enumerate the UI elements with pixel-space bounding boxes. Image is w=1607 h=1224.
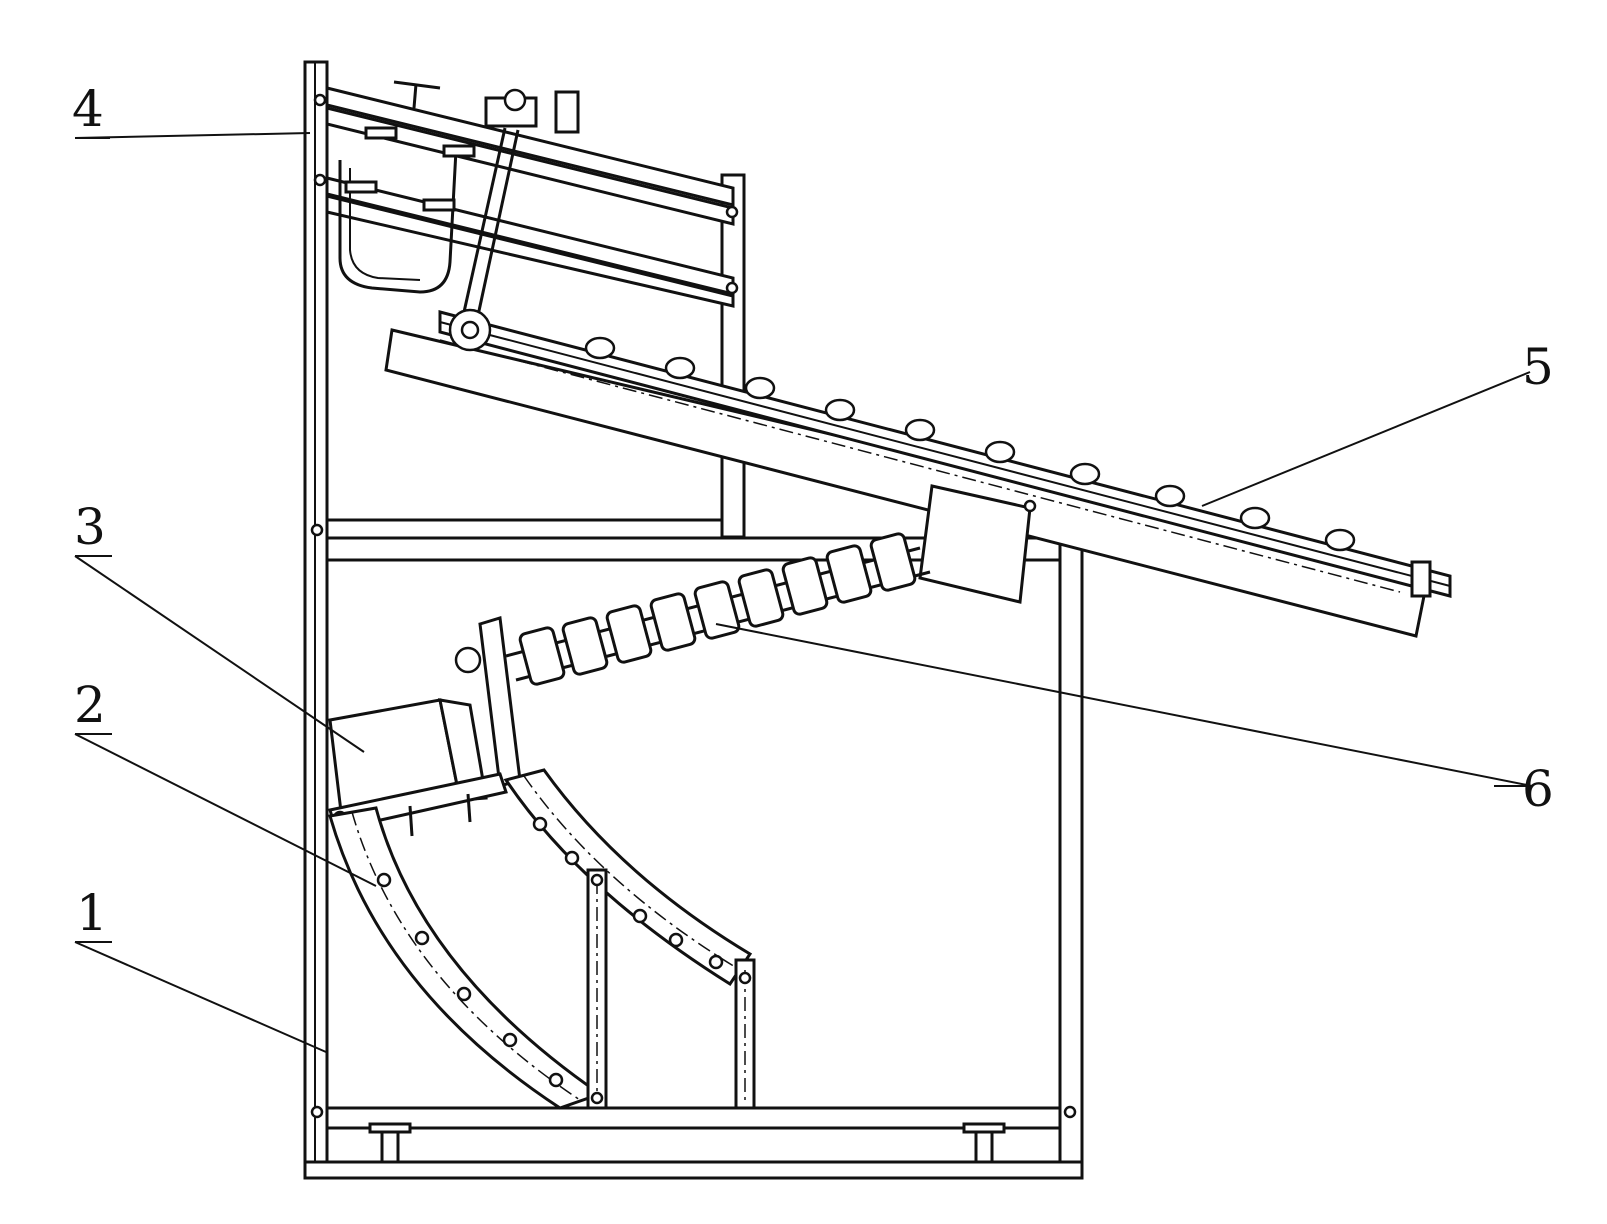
part-4-top-rails: [313, 80, 739, 335]
base-beam: [303, 1160, 1084, 1180]
right-foot-plate: [962, 1122, 1006, 1134]
leader-3: [74, 555, 365, 753]
callout-2: 2: [74, 676, 106, 734]
part-6-screw-feeder: [454, 532, 931, 788]
callout-1: 1: [76, 884, 108, 942]
leader-2: [74, 733, 377, 887]
middle-post: [720, 173, 746, 539]
callout-3: 3: [74, 498, 106, 556]
callout-5: 5: [1522, 338, 1554, 396]
leader-4: [74, 132, 311, 139]
right-post: [1058, 510, 1084, 1176]
part-5-inclined-conveyor: [384, 308, 1452, 638]
leader-1: [74, 941, 327, 1053]
part-2-curved-chutes: [328, 768, 756, 1110]
leader-6: [715, 623, 1533, 787]
leader-lines: [74, 132, 1533, 1053]
left-foot-plate: [368, 1122, 412, 1134]
callout-4: 4: [72, 80, 104, 138]
callout-labels: 4 5 3 2 1 6: [72, 80, 1554, 942]
lower-crossbeam: [325, 1106, 1062, 1130]
upper-shelf-beam: [325, 518, 724, 540]
leader-5: [1201, 371, 1531, 507]
callout-6: 6: [1522, 760, 1554, 818]
